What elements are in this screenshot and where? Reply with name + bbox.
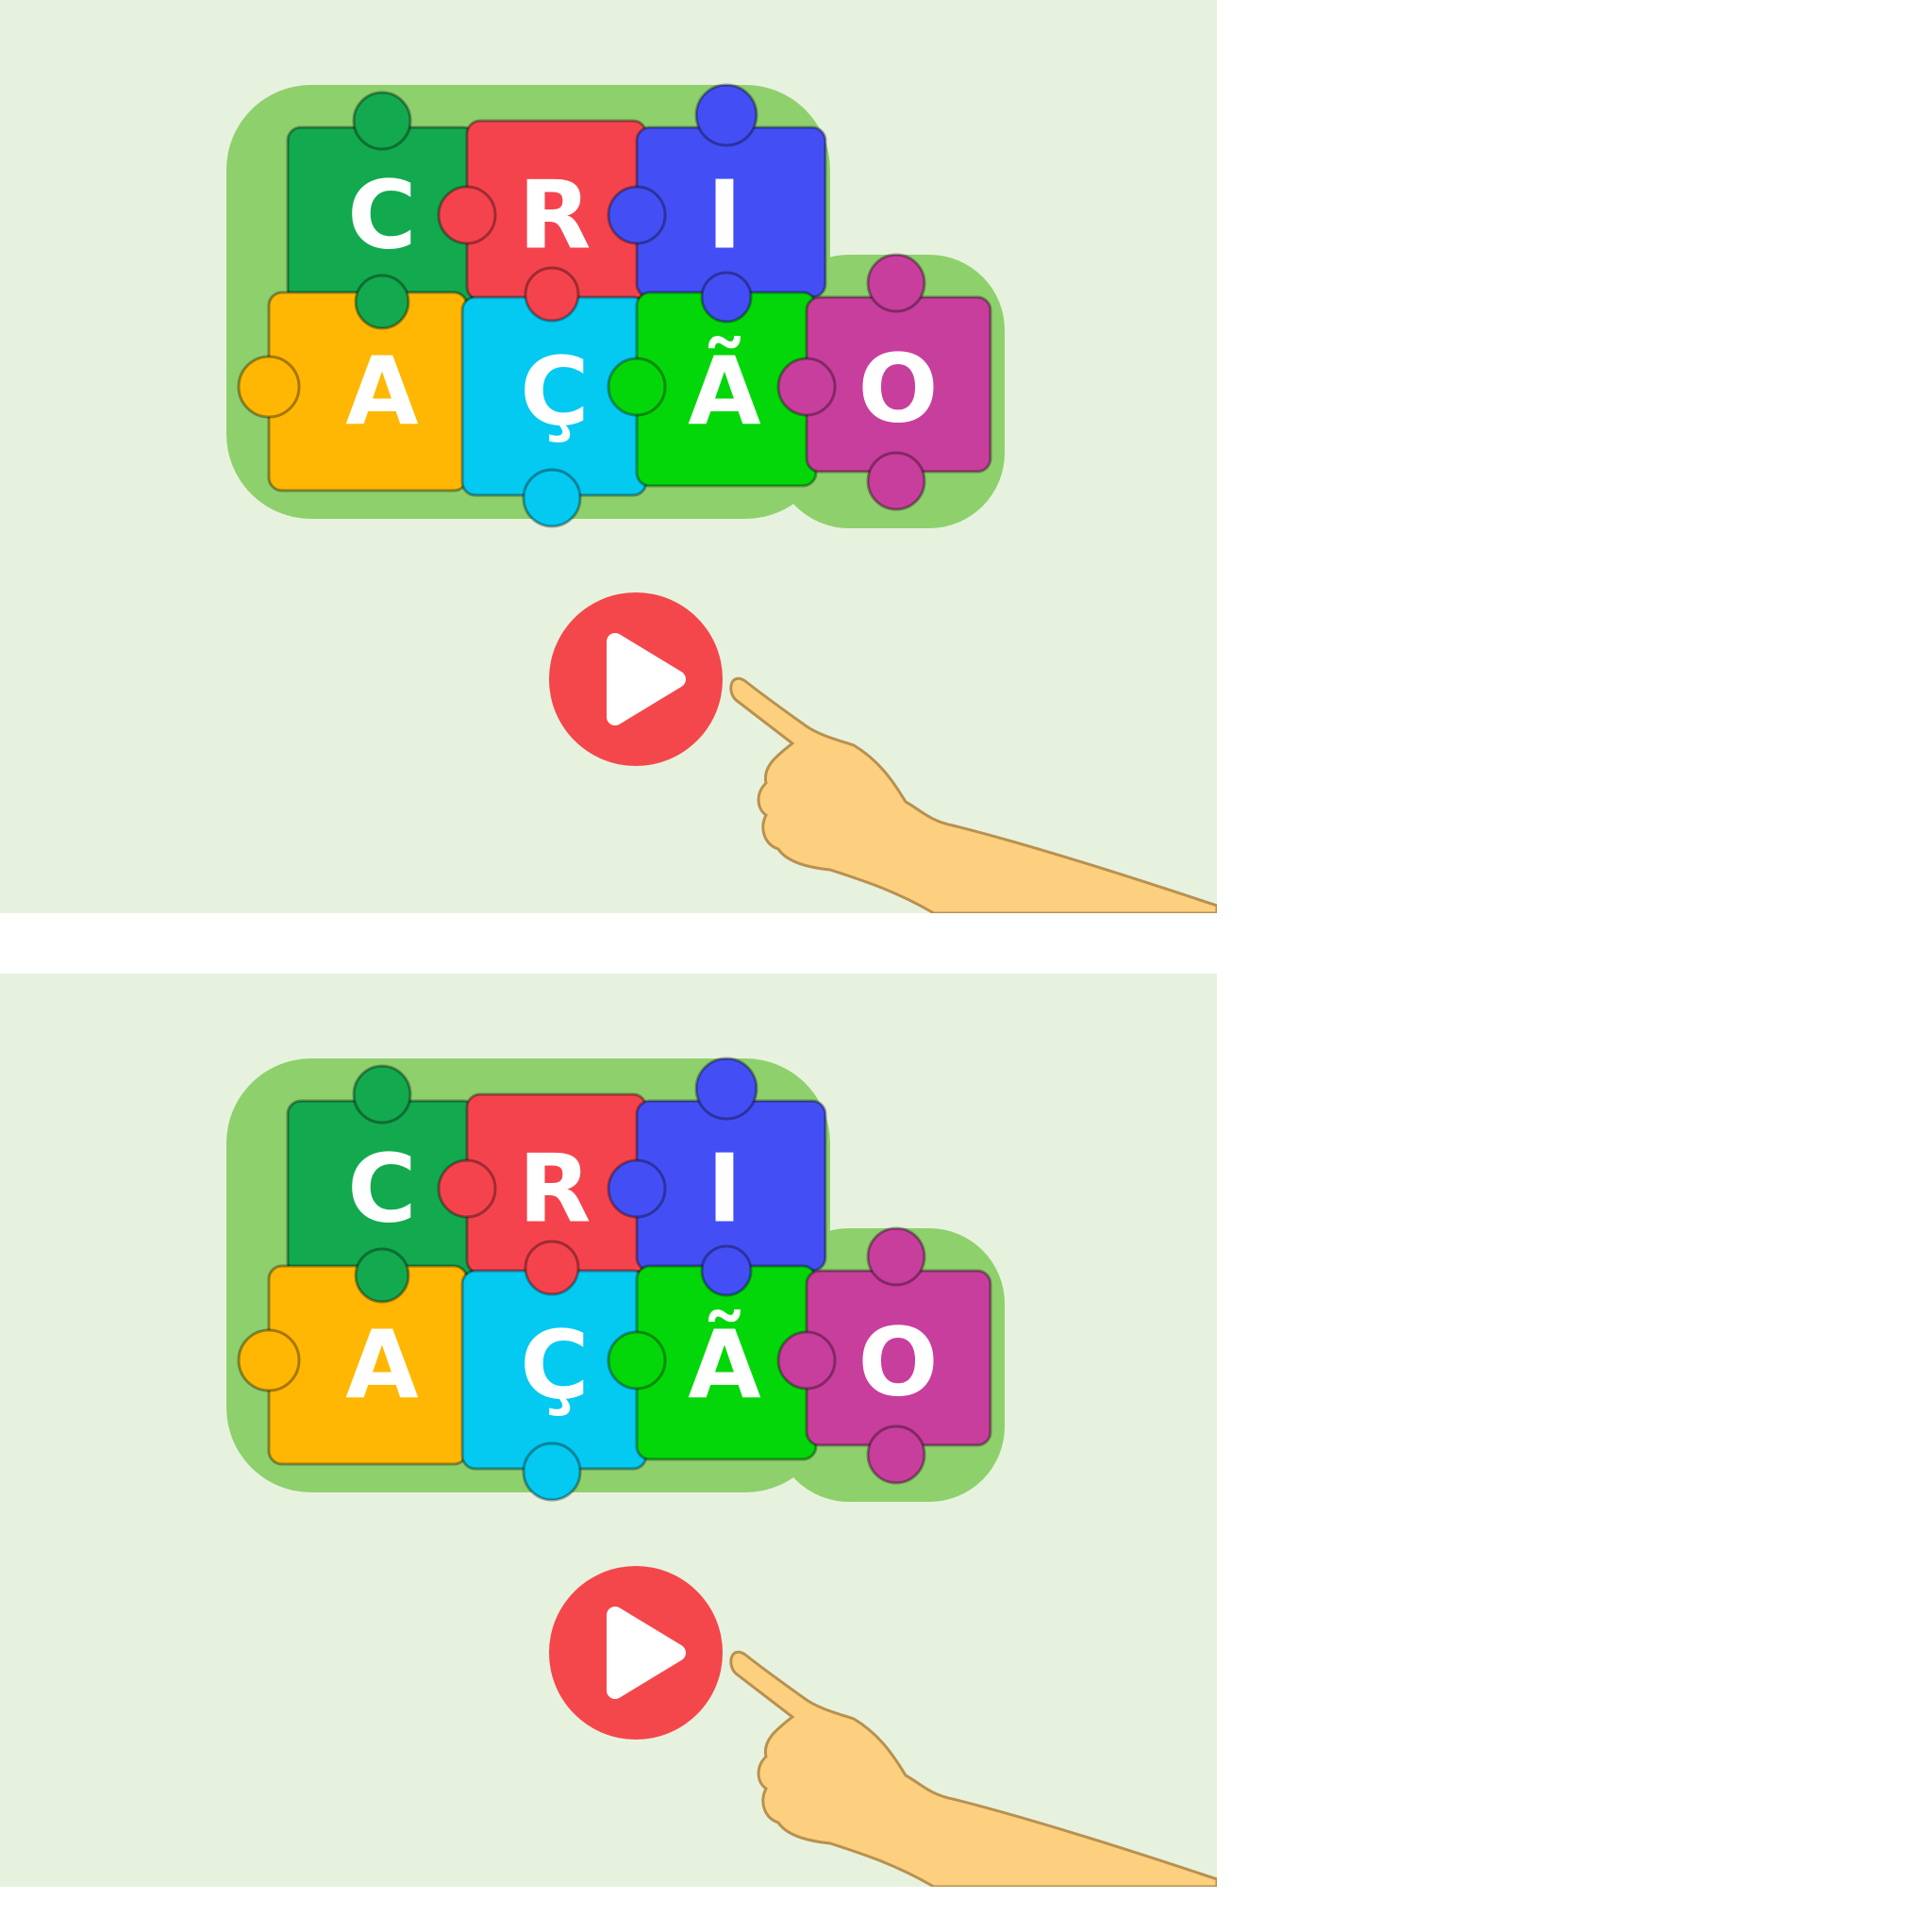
piece-letter: R	[518, 1134, 591, 1244]
piece-letter: C	[347, 1134, 416, 1244]
puzzle-piece: O	[776, 1226, 992, 1485]
puzzle-piece: Ç	[460, 1240, 648, 1502]
play-icon	[607, 1607, 686, 1699]
piece-letter: O	[858, 334, 938, 444]
piece-letter: Ç	[520, 1310, 589, 1421]
pointing-hand-icon	[729, 677, 1217, 913]
puzzle-piece: Ã	[607, 271, 818, 488]
piece-letter: R	[518, 160, 591, 271]
puzzle-piece: O	[776, 253, 992, 511]
piece-letter: O	[858, 1307, 938, 1418]
piece-letter: Ç	[520, 337, 589, 447]
play-icon	[607, 633, 686, 725]
puzzle-piece: Ã	[607, 1244, 818, 1461]
play-button[interactable]	[549, 592, 723, 766]
puzzle-piece: C	[286, 1064, 478, 1277]
puzzle-piece: R	[437, 1092, 648, 1275]
piece-letter: C	[347, 160, 416, 271]
puzzle-logo: C R I A	[226, 83, 1005, 528]
piece-letter: A	[345, 337, 418, 447]
piece-letter: I	[707, 160, 741, 271]
game-start-screen: C R I A	[0, 0, 1217, 913]
scene: C R I A	[0, 0, 1217, 913]
puzzle-logo: C R I A Ç	[226, 1057, 1005, 1502]
pointing-hand-icon	[729, 1651, 1217, 1887]
piece-letter: A	[345, 1310, 418, 1421]
play-button[interactable]	[549, 1566, 723, 1740]
puzzle-piece: A	[237, 1247, 469, 1466]
piece-letter: Ã	[688, 1310, 760, 1421]
puzzle-piece: A	[237, 274, 469, 492]
scene: C R I A Ç	[0, 974, 1217, 1887]
game-start-screen: C R I A Ç	[0, 974, 1217, 1887]
puzzle-piece: I	[607, 83, 827, 299]
piece-letter: Ã	[688, 337, 760, 447]
piece-letter: I	[707, 1134, 741, 1244]
puzzle-piece: C	[286, 91, 478, 304]
